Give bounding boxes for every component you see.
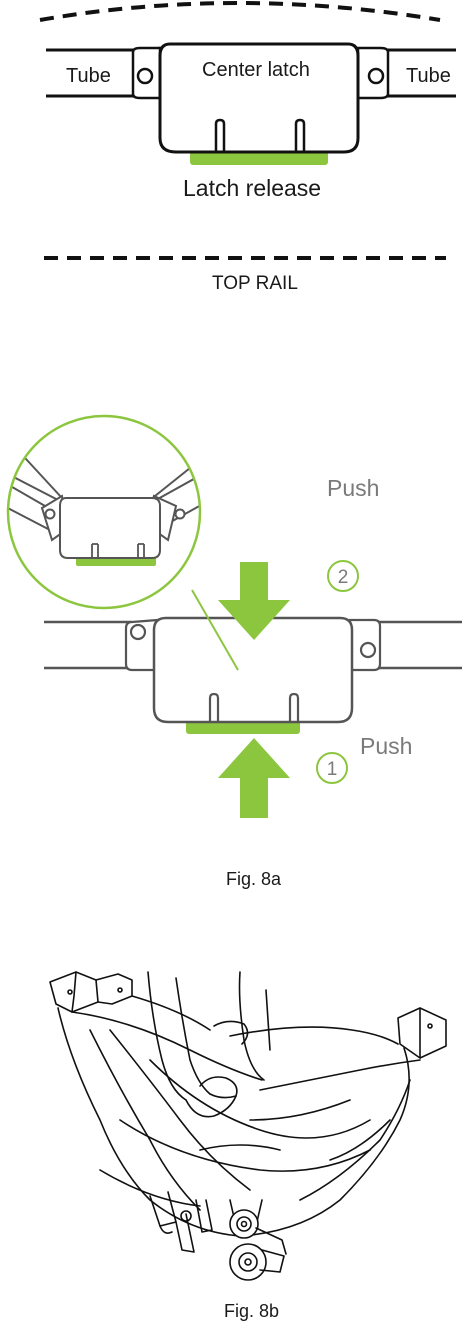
center-latch-body-zoom (59, 497, 161, 559)
pivot-right-8a (359, 641, 377, 659)
center-latch-diagram: Tube Tube Center latch Latch release TOP… (39, 1, 456, 294)
figure-8a: Push Push 2 1 Fig. 8a (6, 414, 462, 889)
center-latch-body-8a (152, 616, 354, 724)
latch-tab-right (294, 118, 306, 152)
latch-tab-left-8a (208, 692, 220, 722)
pivot-left-8a (129, 623, 147, 641)
tube-left-label: Tube (66, 65, 111, 87)
dashed-arc (39, 1, 441, 22)
figure-8b-playard-fold (49, 971, 447, 1281)
rail-right (378, 620, 462, 670)
step-1-badge (316, 752, 348, 784)
center-latch-body (158, 42, 360, 154)
step-1-number: 1 (327, 759, 338, 780)
latch-release-label: Latch release (183, 175, 321, 201)
push-label-bottom: Push (360, 733, 412, 759)
latch-tab-right-zoom (137, 543, 145, 558)
fig-8a-caption: Fig. 8a (226, 869, 282, 889)
latch-tab-right-8a (288, 692, 300, 722)
tube-right-label: Tube (406, 65, 451, 87)
arrow-down-icon (218, 562, 290, 640)
pivot-right (367, 67, 385, 85)
tube-left (46, 48, 140, 98)
arrow-up-icon (218, 738, 290, 818)
zoom-leader-line (191, 589, 239, 671)
step-2-number: 2 (338, 567, 349, 588)
latch-tab-left-zoom (91, 543, 99, 558)
fig-8b-caption: Fig. 8b (224, 1301, 279, 1321)
center-latch-label: Center latch (202, 59, 310, 81)
step-2-badge (327, 560, 359, 592)
zoom-inset (6, 414, 202, 610)
latch-tab-left (214, 118, 226, 152)
push-label-top: Push (327, 475, 379, 501)
tube-right (385, 48, 456, 98)
top-rail-label: TOP RAIL (212, 273, 298, 294)
rail-left (44, 620, 132, 670)
pivot-left (136, 67, 154, 85)
